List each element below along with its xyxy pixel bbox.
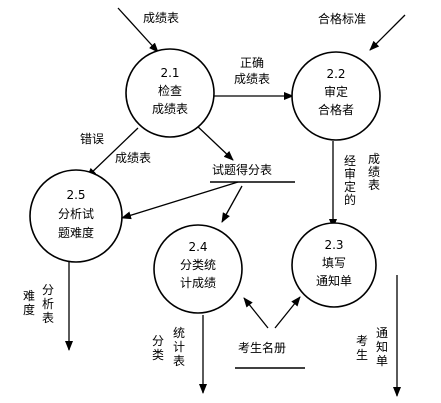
label-approved-scores-vertical: 成绩表 [368, 152, 380, 192]
process-2-4-bubble [153, 224, 243, 314]
store-score: 试题得分表 [210, 162, 295, 183]
process-2-5-bubble [29, 169, 123, 263]
process-2-1-name-line2: 成绩表 [152, 102, 188, 116]
process-2-2-name-line2: 合格者 [318, 102, 354, 117]
label-approved-vertical-char: 审 [344, 166, 356, 181]
label-approved-scores-vertical-char: 表 [368, 178, 380, 192]
process-2-3-name-line2: 通知单 [316, 274, 352, 288]
process-2-5-id: 2.5 [66, 188, 85, 202]
label-correct-line2: 成绩表 [234, 72, 270, 86]
flow-to-score-store [194, 123, 234, 161]
label-analysis-table-vertical-char: 表 [42, 311, 54, 325]
flow-examinee-to-notice [274, 296, 301, 329]
process-2-2-name-line1: 审定 [324, 84, 348, 99]
label-error-score-table: 成绩表 [115, 151, 151, 165]
flow-in-pass-standard [369, 14, 406, 51]
flow-examinee-to-statistics [243, 297, 269, 329]
process-2-3-name-line1: 填写 [322, 256, 346, 270]
label-stats-table-vertical-char: 统 [173, 326, 185, 340]
label-examinee-vertical-char: 生 [356, 348, 368, 362]
label-class-vertical-char: 分 [152, 334, 164, 348]
label-notice-vertical-char: 通 [376, 326, 388, 340]
label-stats-table-vertical-char: 计 [173, 340, 185, 354]
flow-store-to-statistics [221, 185, 243, 223]
label-notice-vertical-char: 单 [376, 354, 388, 368]
flow-error-score-table [86, 127, 139, 178]
label-in-pass-standard: 合格标准 [318, 11, 366, 26]
label-analysis-table-vertical: 分析表 [42, 283, 54, 325]
flow-in-score-table [117, 7, 159, 53]
label-error: 错误 [80, 132, 104, 146]
label-class-vertical-char: 类 [152, 348, 164, 362]
process-2-1: 2.1 检查 成绩表 [125, 48, 215, 138]
label-stats-table-vertical: 统计表 [173, 326, 185, 368]
label-analysis-table-vertical-char: 分 [42, 283, 54, 297]
process-2-5-name-line1: 分析试 [58, 206, 94, 221]
label-difficulty-vertical-char: 度 [23, 302, 35, 317]
process-2-1-id: 2.1 [160, 66, 179, 80]
label-approved-scores-vertical-char: 绩 [368, 165, 380, 179]
label-class-vertical: 分类 [152, 334, 164, 362]
label-stats-table-vertical-char: 表 [173, 354, 185, 368]
label-in-score-table: 成绩表 [143, 11, 179, 25]
label-approved-scores-vertical-char: 成 [368, 152, 380, 166]
label-examinee-vertical: 考生 [356, 334, 368, 362]
label-notice-vertical-char: 知 [376, 340, 388, 354]
process-2-3: 2.3 填写 通知单 [291, 222, 377, 308]
store-score-label: 试题得分表 [212, 162, 272, 177]
label-approved-vertical-char: 经 [344, 154, 356, 168]
process-2-3-id: 2.3 [324, 238, 343, 252]
label-difficulty-vertical-char: 难 [23, 289, 35, 303]
process-2-1-bubble [125, 48, 215, 138]
process-2-2-id: 2.2 [326, 67, 345, 81]
process-2-5: 2.5 分析试 题难度 [29, 169, 123, 263]
store-examinee-label: 考生名册 [238, 340, 286, 355]
process-2-2-bubble [291, 51, 381, 141]
label-approved-vertical-char: 定 [344, 179, 356, 194]
process-2-5-name-line2: 题难度 [58, 225, 94, 240]
process-2-4-name-line1: 分类统 [180, 258, 216, 272]
process-2-4-id: 2.4 [188, 240, 207, 254]
label-difficulty-vertical: 难度 [23, 289, 35, 317]
store-examinee: 考生名册 [235, 340, 305, 369]
process-2-4: 2.4 分类统 计成绩 [153, 224, 243, 314]
label-analysis-table-vertical-char: 析 [42, 297, 54, 311]
label-examinee-vertical-char: 考 [356, 334, 368, 348]
process-2-3-bubble [291, 222, 377, 308]
label-notice-vertical: 通知单 [376, 326, 388, 368]
process-2-1-name-line1: 检查 [158, 83, 182, 98]
label-correct-line1: 正确 [240, 56, 264, 70]
process-2-2: 2.2 审定 合格者 [291, 51, 381, 141]
flow-store-to-analysis [121, 181, 239, 220]
process-2-4-name-line2: 计成绩 [180, 276, 216, 290]
label-approved-vertical-char: 的 [344, 192, 356, 207]
